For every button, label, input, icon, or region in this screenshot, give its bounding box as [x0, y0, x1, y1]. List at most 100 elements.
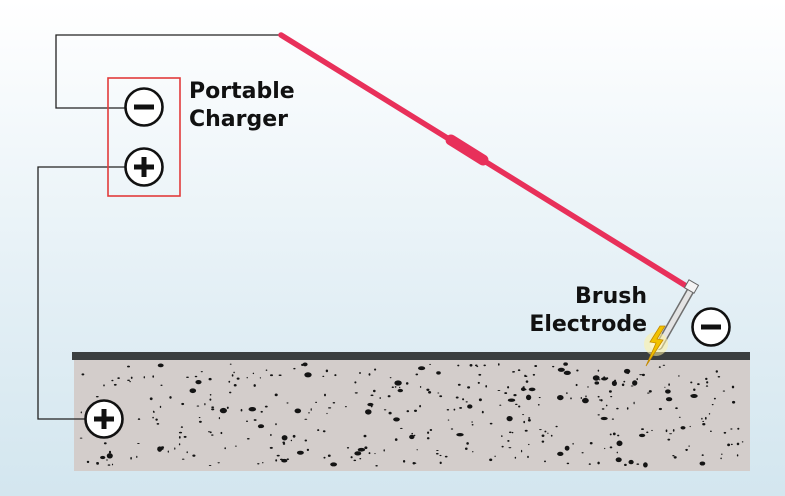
aggregate-speckle [350, 456, 353, 459]
aggregate-speckle [387, 395, 391, 398]
aggregate-speckle [282, 441, 286, 444]
aggregate-speckle [594, 381, 600, 385]
aggregate-speckle [81, 373, 85, 376]
aggregate-speckle [478, 398, 482, 402]
aggregate-speckle [211, 406, 215, 409]
aggregate-speckle [228, 380, 231, 383]
aggregate-speckle [296, 450, 304, 455]
aggregate-speckle [379, 397, 381, 399]
aggregate-speckle [456, 433, 464, 437]
aggregate-speckle [374, 453, 376, 455]
aggregate-speckle [411, 432, 413, 435]
aggregate-speckle [481, 410, 484, 414]
aggregate-speckle [600, 399, 603, 402]
aggregate-speckle [469, 363, 473, 367]
aggregate-speckle [326, 412, 328, 415]
aggregate-speckle [427, 431, 430, 434]
aggregate-speckle [601, 377, 608, 381]
aggregate-speckle [246, 420, 248, 422]
aggregate-speckle [413, 409, 418, 412]
aggregate-speckle [664, 386, 666, 388]
aggregate-speckle [269, 446, 273, 449]
aggregate-speckle [127, 365, 130, 368]
aggregate-speckle [359, 458, 362, 460]
aggregate-speckle [517, 369, 521, 372]
aggregate-speckle [477, 381, 480, 384]
aggregate-speckle [685, 449, 688, 451]
aggregate-speckle [103, 442, 107, 445]
aggregate-speckle [524, 374, 527, 377]
aggregate-speckle [100, 455, 106, 460]
aggregate-speckle [429, 429, 433, 431]
aggregate-speckle [419, 404, 422, 408]
aggregate-speckle [79, 437, 83, 439]
aggregate-speckle [513, 393, 517, 397]
aggregate-speckle [675, 407, 678, 410]
aggregate-speckle [455, 396, 459, 399]
aggregate-speckle [597, 395, 600, 398]
aggregate-speckle [630, 385, 634, 387]
aggregate-speckle [601, 408, 605, 410]
aggregate-speckle [364, 446, 368, 450]
aggregate-speckle [598, 379, 601, 381]
aggregate-speckle [160, 384, 163, 386]
aggregate-speckle [485, 384, 488, 388]
aggregate-speckle [667, 438, 671, 441]
aggregate-speckle [564, 445, 570, 451]
aggregate-speckle [149, 397, 153, 401]
aggregate-speckle [525, 380, 529, 383]
aggregate-speckle [501, 435, 503, 437]
aggregate-speckle [418, 366, 426, 371]
aggregate-speckle [609, 433, 612, 436]
aggregate-speckle [260, 410, 263, 413]
aggregate-speckle [639, 374, 643, 376]
electrode-label-line2: Electrode [529, 312, 647, 337]
slab-positive-terminal-icon [84, 399, 124, 439]
aggregate-speckle [324, 393, 326, 397]
aggregate-speckle [224, 447, 226, 450]
aggregate-speckle [507, 398, 516, 402]
aggregate-speckle [693, 388, 696, 392]
aggregate-speckle [524, 429, 528, 432]
aggregate-speckle [623, 368, 631, 374]
aggregate-speckle [419, 385, 422, 388]
aggregate-speckle [308, 412, 310, 414]
aggregate-speckle [106, 459, 108, 461]
slab-body [74, 358, 750, 471]
aggregate-speckle [592, 375, 600, 381]
aggregate-speckle [705, 385, 709, 387]
aggregate-speckle [103, 384, 105, 387]
aggregate-speckle [483, 364, 486, 367]
aggregate-speckle [301, 363, 304, 367]
aggregate-speckle [217, 462, 220, 464]
aggregate-speckle [159, 405, 162, 408]
aggregate-speckle [323, 456, 326, 459]
aggregate-speckle [181, 402, 185, 406]
aggregate-speckle [365, 409, 372, 415]
aggregate-speckle [462, 398, 465, 401]
aggregate-speckle [111, 463, 114, 466]
aggregate-speckle [304, 418, 308, 420]
aggregate-speckle [180, 426, 183, 428]
aggregate-speckle [388, 411, 392, 415]
aggregate-speckle [302, 362, 308, 367]
aggregate-speckle [563, 362, 568, 366]
aggregate-speckle [226, 406, 229, 409]
aggregate-speckle [563, 370, 571, 376]
aggregate-speckle [219, 407, 227, 414]
aggregate-speckle [616, 451, 618, 454]
aggregate-speckle [572, 442, 574, 445]
aggregate-speckle [208, 377, 212, 381]
aggregate-speckle [136, 455, 138, 458]
aggregate-speckle [393, 417, 400, 422]
electrode-negative-terminal-icon [691, 307, 731, 347]
aggregate-speckle [368, 452, 371, 455]
positive-wire [37, 166, 126, 420]
aggregate-speckle [409, 434, 415, 440]
aggregate-speckle [624, 463, 627, 467]
aggregate-speckle [518, 405, 521, 408]
aggregate-speckle [520, 387, 526, 392]
aggregate-speckle [541, 440, 545, 443]
concrete-slab [72, 352, 750, 471]
